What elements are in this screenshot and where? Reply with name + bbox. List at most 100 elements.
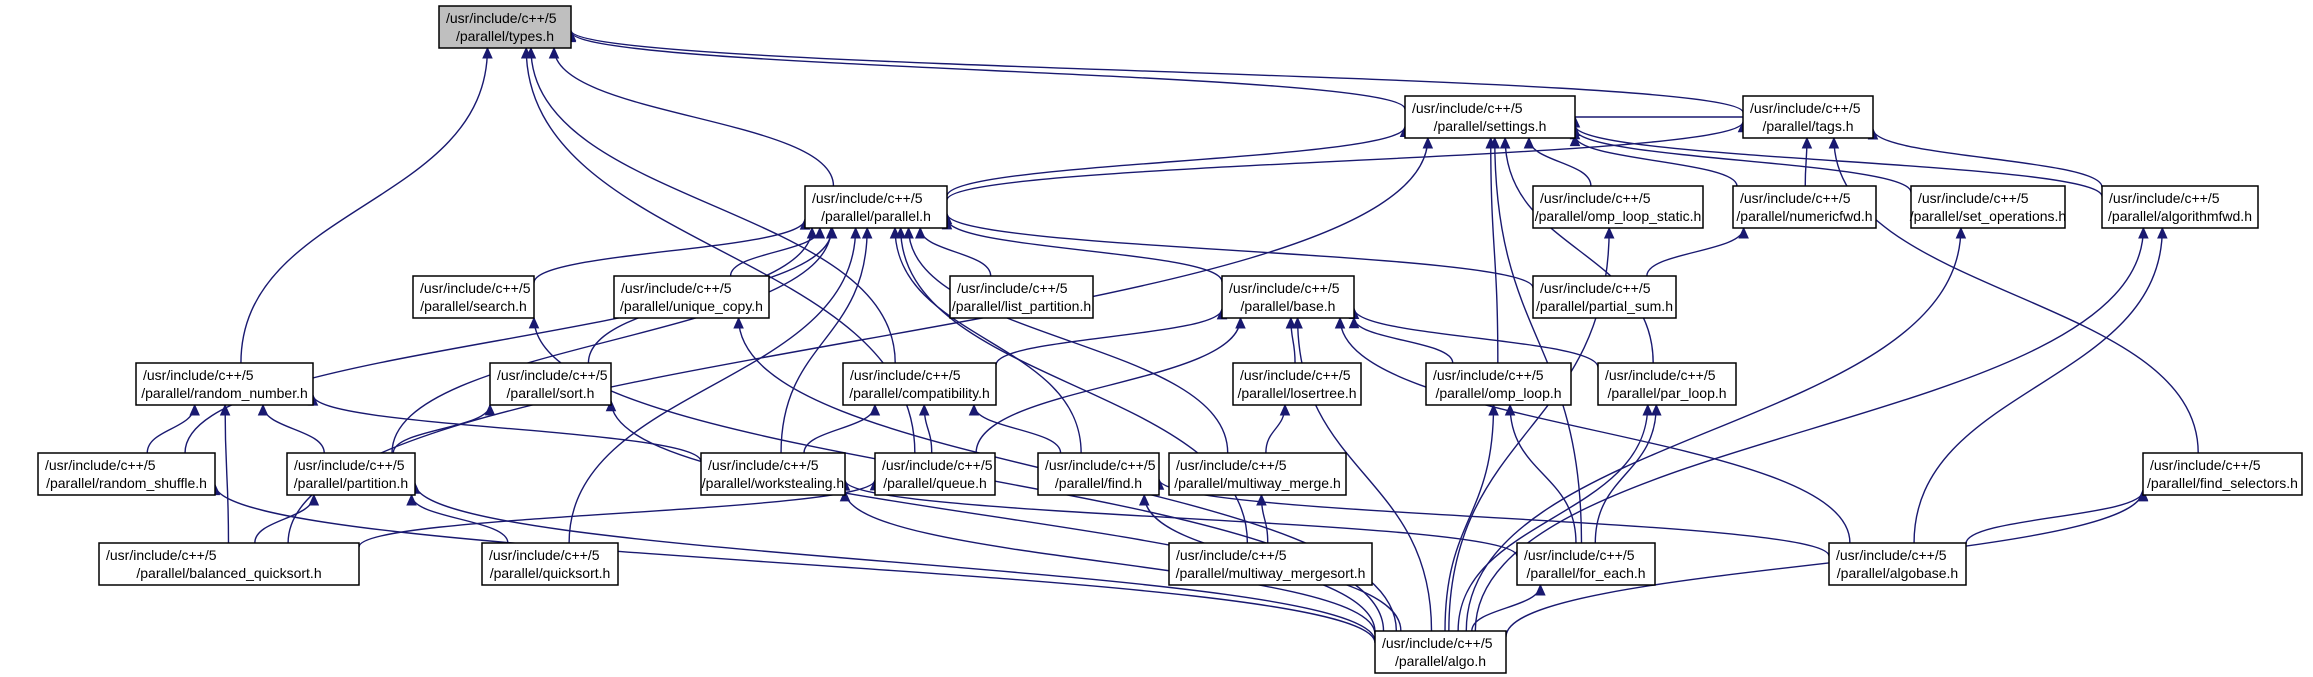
node-base-line2: /parallel/base.h [1241, 298, 1336, 314]
arrowhead-settings-to-par_loop [1499, 136, 1511, 149]
arrowhead-par_loop-to-for_each [1651, 403, 1662, 416]
node-balanced_quicksort[interactable]: /usr/include/c++/5/parallel/balanced_qui… [98, 542, 360, 586]
node-multiway_merge-line2: /parallel/multiway_merge.h [1174, 475, 1341, 491]
arrowhead-types-to-parallel [548, 46, 560, 59]
node-tags[interactable]: /usr/include/c++/5/parallel/tags.h [1742, 95, 1874, 139]
node-queue-line1: /usr/include/c++/5 [882, 457, 993, 473]
edge-for_each-to-algo [1471, 584, 1542, 632]
arrowhead-multiway_merge-to-multiway_mergesort [1256, 493, 1267, 506]
node-numericfwd[interactable]: /usr/include/c++/5/parallel/numericfwd.h [1732, 185, 1877, 229]
arrowhead-numericfwd-to-partial_sum [1738, 226, 1749, 239]
node-for_each[interactable]: /usr/include/c++/5/parallel/for_each.h [1516, 542, 1656, 586]
arrowhead-algorithmfwd-to-algo [2138, 226, 2149, 239]
edge-workstealing-to-algo [844, 490, 1376, 635]
node-random_number[interactable]: /usr/include/c++/5/parallel/random_numbe… [135, 362, 314, 406]
node-omp_loop-line2: /parallel/omp_loop.h [1435, 385, 1561, 401]
node-find[interactable]: /usr/include/c++/5/parallel/find.h [1037, 452, 1160, 496]
node-quicksort[interactable]: /usr/include/c++/5/parallel/quicksort.h [481, 542, 619, 586]
node-random_shuffle[interactable]: /usr/include/c++/5/parallel/random_shuff… [37, 452, 216, 496]
node-algo[interactable]: /usr/include/c++/5/parallel/algo.h [1374, 630, 1507, 674]
node-compatibility-box [842, 362, 997, 406]
edge-sort-to-algo [610, 400, 1376, 633]
node-settings[interactable]: /usr/include/c++/5/parallel/settings.h [1404, 95, 1576, 139]
node-types-line1: /usr/include/c++/5 [446, 10, 557, 26]
node-par_loop-line1: /usr/include/c++/5 [1605, 367, 1716, 383]
node-partial_sum-box [1532, 275, 1677, 319]
edge-find_selectors-to-algo [1505, 489, 2144, 637]
node-omp_loop-line1: /usr/include/c++/5 [1433, 367, 1544, 383]
node-compatibility[interactable]: /usr/include/c++/5/parallel/compatibilit… [842, 362, 997, 406]
edge-algorithmfwd-to-algo [1474, 227, 2145, 632]
node-multiway_mergesort[interactable]: /usr/include/c++/5/parallel/multiway_mer… [1168, 542, 1373, 586]
edge-tags-to-algorithmfwd [1872, 128, 2103, 188]
node-sort-line1: /usr/include/c++/5 [497, 367, 608, 383]
edge-random_number-to-balanced_quicksort [224, 404, 230, 544]
node-search[interactable]: /usr/include/c++/5/parallel/search.h [412, 275, 535, 319]
node-partition-line1: /usr/include/c++/5 [294, 457, 405, 473]
node-omp_loop_static-box [1532, 185, 1704, 229]
arrowhead-settings-to-omp_loop_static [1523, 136, 1535, 149]
node-quicksort-box [481, 542, 619, 586]
node-types[interactable]: /usr/include/c++/5/parallel/types.h [438, 5, 572, 49]
node-queue-box [874, 452, 996, 496]
node-list_partition[interactable]: /usr/include/c++/5/parallel/list_partiti… [949, 275, 1094, 319]
node-sort[interactable]: /usr/include/c++/5/parallel/sort.h [489, 362, 612, 406]
arrowhead-unique_copy-to-algo [733, 316, 744, 329]
node-search-line1: /usr/include/c++/5 [420, 280, 531, 296]
edge-settings-to-omp_loop_static [1528, 137, 1592, 187]
node-unique_copy[interactable]: /usr/include/c++/5/parallel/unique_copy.… [613, 275, 770, 319]
node-unique_copy-box [613, 275, 770, 319]
edge-settings-to-set_operations [1574, 128, 1912, 193]
edge-parallel-to-random_shuffle [184, 227, 813, 454]
node-sort-box [489, 362, 612, 406]
node-find_selectors[interactable]: /usr/include/c++/5/parallel/find_selecto… [2142, 452, 2303, 496]
node-search-box [412, 275, 535, 319]
node-base[interactable]: /usr/include/c++/5/parallel/base.h [1221, 275, 1355, 319]
node-par_loop[interactable]: /usr/include/c++/5/parallel/par_loop.h [1597, 362, 1737, 406]
node-partition[interactable]: /usr/include/c++/5/parallel/partition.h [286, 452, 416, 496]
node-set_operations[interactable]: /usr/include/c++/5/parallel/set_operatio… [1910, 185, 2066, 229]
edge-find_selectors-to-algobase [1965, 490, 2144, 544]
node-queue[interactable]: /usr/include/c++/5/parallel/queue.h [874, 452, 996, 496]
arrowhead-tags-to-numericfwd [1801, 136, 1813, 149]
node-algorithmfwd[interactable]: /usr/include/c++/5/parallel/algorithmfwd… [2101, 185, 2259, 229]
node-omp_loop_static[interactable]: /usr/include/c++/5/parallel/omp_loop_sta… [1532, 185, 1704, 229]
edge-compatibility-to-workstealing [803, 404, 876, 454]
node-partial_sum[interactable]: /usr/include/c++/5/parallel/partial_sum.… [1532, 275, 1677, 319]
edge-parallel-to-search [533, 218, 806, 283]
arrowhead-parallel-to-workstealing [861, 226, 873, 239]
edge-par_loop-to-algo [1457, 404, 1649, 632]
nodes-layer: /usr/include/c++/5/parallel/types.h/usr/… [37, 5, 2303, 674]
node-numericfwd-line2: /parallel/numericfwd.h [1736, 208, 1872, 224]
node-compatibility-line2: /parallel/compatibility.h [849, 385, 990, 401]
node-queue-line2: /parallel/queue.h [883, 475, 987, 491]
node-algobase[interactable]: /usr/include/c++/5/parallel/algobase.h [1828, 542, 1967, 586]
edge-settings-to-parallel [946, 126, 1406, 197]
arrowhead-settings-to-balanced_quicksort [1422, 136, 1434, 149]
arrowhead-base-to-queue [1235, 316, 1246, 329]
node-set_operations-line1: /usr/include/c++/5 [1918, 190, 2029, 206]
arrowhead-omp_loop_static-to-algo [1603, 226, 1615, 239]
arrowhead-partition-to-quicksort [406, 493, 417, 506]
node-losertree[interactable]: /usr/include/c++/5/parallel/losertree.h [1232, 362, 1362, 406]
edge-types-to-parallel [553, 47, 835, 187]
arrowhead-parallel-to-quicksort [850, 226, 861, 239]
arrowhead-parallel-to-partition [825, 226, 837, 239]
node-workstealing[interactable]: /usr/include/c++/5/parallel/workstealing… [700, 452, 846, 496]
edge-types-to-tags [570, 29, 1744, 114]
node-algorithmfwd-box [2101, 185, 2259, 229]
node-multiway_merge[interactable]: /usr/include/c++/5/parallel/multiway_mer… [1168, 452, 1347, 496]
edge-types-to-compatibility [530, 47, 896, 364]
edge-set_operations-to-algo [1465, 227, 1962, 632]
edge-settings-to-for_each [1494, 137, 1583, 544]
node-unique_copy-line1: /usr/include/c++/5 [621, 280, 732, 296]
arrowhead-parallel-to-multiway_mergesort [895, 226, 906, 239]
node-balanced_quicksort-line1: /usr/include/c++/5 [106, 547, 217, 563]
node-partial_sum-line2: /parallel/partial_sum.h [1536, 298, 1673, 314]
node-base-line1: /usr/include/c++/5 [1229, 280, 1340, 296]
node-parallel[interactable]: /usr/include/c++/5/parallel/parallel.h [804, 185, 948, 229]
edge-random_shuffle-to-algo [214, 484, 1376, 644]
node-omp_loop[interactable]: /usr/include/c++/5/parallel/omp_loop.h [1425, 362, 1572, 406]
edge-parallel-to-workstealing [780, 227, 868, 454]
